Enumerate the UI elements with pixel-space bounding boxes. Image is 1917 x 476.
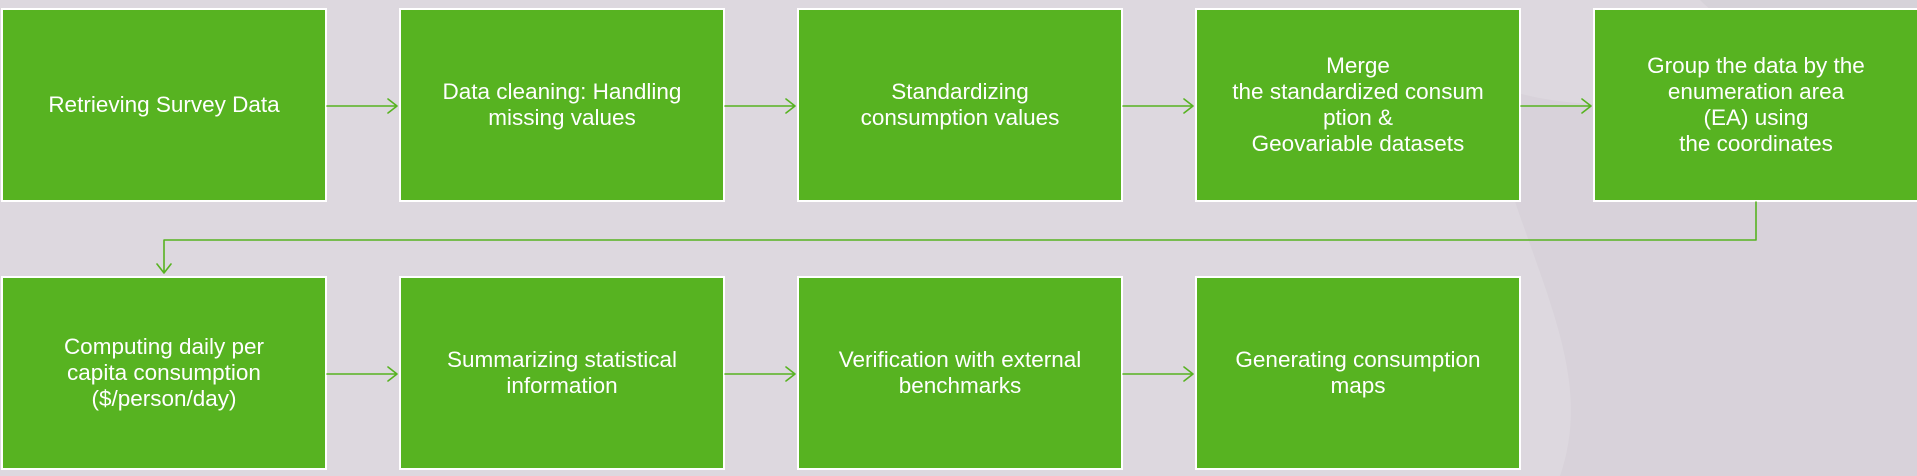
step-5-box: Group the data by the enumeration area (…	[1593, 8, 1917, 202]
step-5-label: Group the data by the enumeration area (…	[1647, 53, 1865, 156]
step-8-label: Verification with external benchmarks	[838, 347, 1082, 398]
step-9-box: Generating consumption maps	[1195, 276, 1521, 470]
arrow-1-to-2	[326, 98, 398, 114]
step-1-label: Retrieving Survey Data	[48, 92, 280, 117]
step-4-label: Merge the standardized consum ption & Ge…	[1232, 53, 1484, 156]
step-6-label: Computing daily per capita consumption (…	[63, 334, 265, 411]
step-7-box: Summarizing statistical information	[399, 276, 725, 470]
arrow-8-to-9	[1122, 366, 1194, 382]
arrow-3-to-4	[1122, 98, 1194, 114]
step-7-label: Summarizing statistical information	[446, 347, 678, 398]
arrow-5-to-6	[156, 201, 1757, 274]
arrow-7-to-8	[724, 366, 796, 382]
step-3-box: Standardizing consumption values	[797, 8, 1123, 202]
step-2-box: Data cleaning: Handling missing values	[399, 8, 725, 202]
step-6-box: Computing daily per capita consumption (…	[1, 276, 327, 470]
arrow-2-to-3	[724, 98, 796, 114]
step-4-box: Merge the standardized consum ption & Ge…	[1195, 8, 1521, 202]
step-2-label: Data cleaning: Handling missing values	[442, 79, 682, 130]
arrow-6-to-7	[326, 366, 398, 382]
step-3-label: Standardizing consumption values	[860, 79, 1060, 130]
arrow-4-to-5	[1520, 98, 1592, 114]
step-9-label: Generating consumption maps	[1235, 347, 1481, 398]
step-8-box: Verification with external benchmarks	[797, 276, 1123, 470]
step-1-box: Retrieving Survey Data	[1, 8, 327, 202]
